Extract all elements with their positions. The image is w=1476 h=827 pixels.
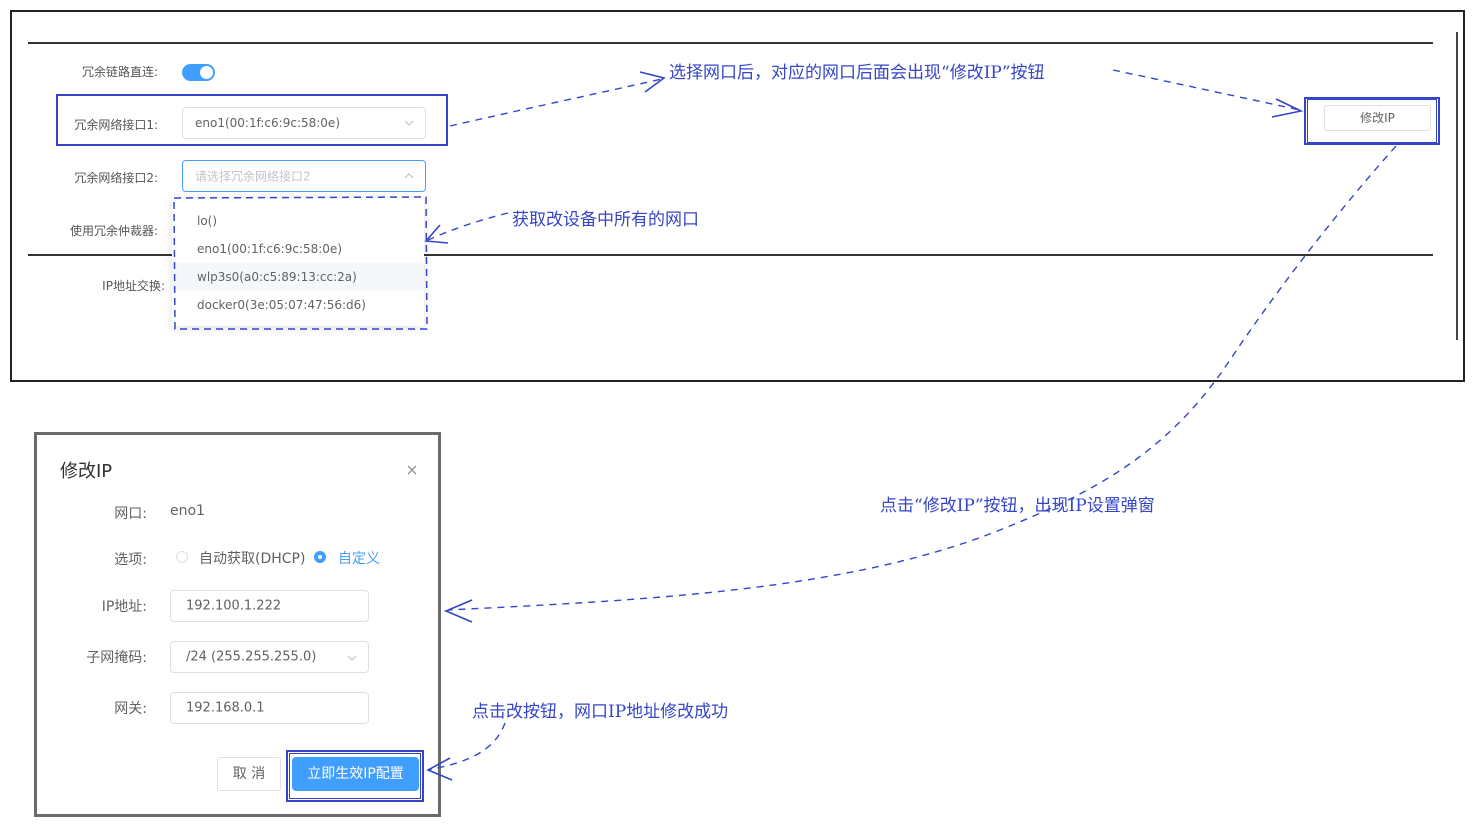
dropdown-option[interactable]: wlp3s0(a0:c5:89:13:cc:2a) [172, 263, 424, 291]
gateway-label: 网关: [114, 701, 147, 717]
iface2-placeholder: 请选择冗余网络接口2 [195, 169, 311, 184]
iface1-label: 冗余网络接口1: [74, 118, 158, 132]
redundant-direct-label: 冗余链路直连: [81, 65, 158, 79]
dropdown-option[interactable]: lo() [197, 214, 218, 228]
option-label: 选项: [114, 552, 147, 568]
mask-select[interactable]: /24 (255.255.255.0) [170, 641, 369, 673]
radio-dhcp[interactable] [176, 551, 188, 563]
option-custom-label[interactable]: 自定义 [338, 551, 380, 567]
iface1-highlight [56, 94, 448, 146]
annotation-after-select: 选择网口后，对应的网口后面会出现“修改IP”按钮 [669, 63, 1045, 83]
apply-highlight [286, 750, 424, 802]
cancel-button[interactable]: 取 消 [217, 757, 281, 791]
apply-highlight-inner [289, 753, 421, 799]
modify-ip-dialog: 修改IP 网口: eno1 选项: 自动获取(DHCP) 自定义 IP地址: 1… [34, 432, 441, 817]
chevron-down-icon [347, 655, 357, 661]
ip-swap-label: IP地址交换: [102, 279, 165, 293]
gateway-value: 192.168.0.1 [186, 700, 265, 716]
redundant-direct-toggle[interactable] [182, 64, 215, 81]
arrow-to-dialog-head [443, 599, 473, 623]
annotation-click-apply: 点击改按钮，网口IP地址修改成功 [472, 702, 729, 722]
right-edge-line [1456, 32, 1458, 340]
chevron-up-icon [404, 173, 414, 179]
modify-ip-highlight-inner [1307, 99, 1437, 143]
iface2-select[interactable]: 请选择冗余网络接口2 [182, 160, 426, 192]
iface1-value: eno1(00:1f:c6:9c:58:0e) [195, 116, 340, 130]
option-dhcp-label[interactable]: 自动获取(DHCP) [199, 551, 306, 567]
mask-value: /24 (255.255.255.0) [186, 649, 317, 665]
arbiter-label: 使用冗余仲裁器: [69, 224, 158, 238]
mask-label: 子网掩码: [86, 650, 147, 666]
dropdown-option[interactable]: docker0(3e:05:07:47:56:d6) [197, 298, 366, 312]
divider-top [28, 42, 1433, 44]
annotation-get-all: 获取改设备中所有的网口 [512, 210, 699, 230]
toggle-knob [200, 66, 213, 79]
gateway-input[interactable]: 192.168.0.1 [170, 692, 369, 724]
iface2-label: 冗余网络接口2: [74, 171, 158, 185]
ip-input[interactable]: 192.100.1.222 [170, 590, 369, 622]
ip-value: 192.100.1.222 [186, 598, 282, 614]
ip-label: IP地址: [101, 599, 147, 615]
close-icon[interactable] [407, 465, 417, 475]
apply-ip-button[interactable]: 立即生效IP配置 [292, 757, 419, 791]
radio-custom[interactable] [314, 551, 326, 563]
port-label: 网口: [114, 506, 147, 522]
dropdown-option[interactable]: eno1(00:1f:c6:9c:58:0e) [197, 242, 342, 256]
annotation-click-modify: 点击“修改IP”按钮，出现IP设置弹窗 [880, 496, 1155, 516]
modify-ip-highlight [1304, 97, 1440, 145]
modify-ip-button[interactable]: 修改IP [1324, 105, 1431, 131]
port-value: eno1 [170, 503, 205, 519]
iface1-select[interactable]: eno1(00:1f:c6:9c:58:0e) [182, 107, 426, 139]
chevron-down-icon [404, 120, 414, 126]
dialog-title: 修改IP [60, 461, 113, 482]
iface2-dropdown: lo() eno1(00:1f:c6:9c:58:0e) wlp3s0(a0:c… [172, 198, 424, 326]
